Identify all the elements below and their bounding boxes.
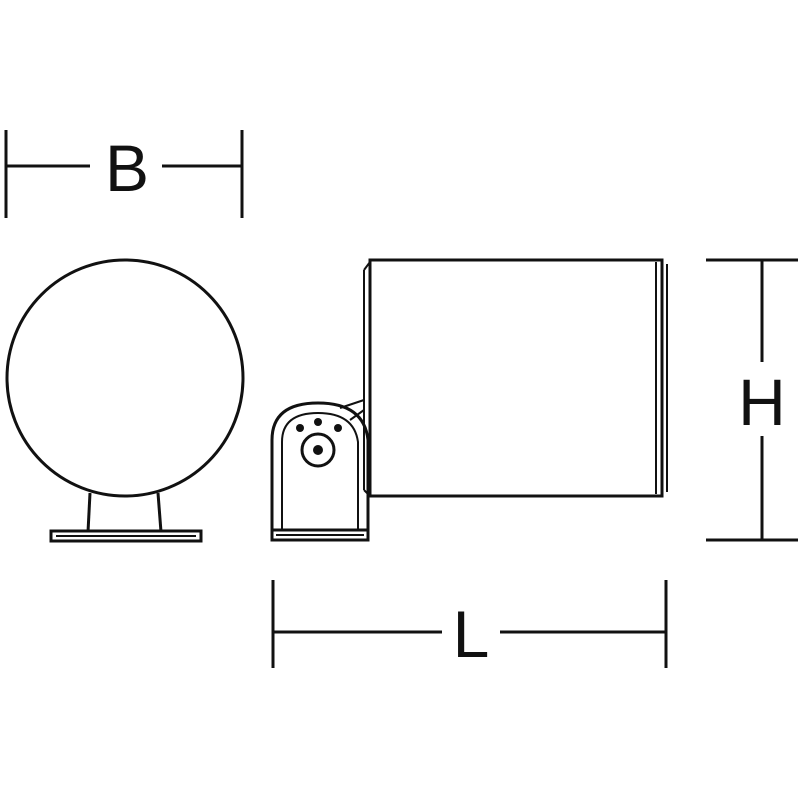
side-view-tilt-hole-right [334, 424, 342, 432]
front-view-stem-left [86, 492, 92, 533]
side-view-tilt-hole-left [296, 424, 304, 432]
side-view-bracket-arm-top [339, 399, 365, 409]
side-view-rear-cap-top [363, 261, 371, 271]
side-view-bracket-inner [281, 411, 359, 530]
front-view-stem-right [156, 492, 163, 533]
side-view-tilt-hole-center [314, 418, 322, 426]
dimension-h-label: H [738, 365, 786, 439]
side-view-bracket [270, 401, 370, 542]
side-view-pivot-ring [300, 432, 336, 468]
dimension-b: B [4, 130, 244, 218]
side-view [270, 258, 668, 542]
side-view-bracket-foot [270, 528, 370, 542]
side-view-cylinder-body [368, 258, 664, 498]
dimension-l-label: L [453, 597, 490, 671]
dimension-h: H [706, 258, 798, 542]
front-view-lamp-head [5, 258, 245, 498]
dimension-l: L [271, 580, 668, 671]
front-view [5, 258, 245, 543]
side-view-pivot-screw [313, 445, 323, 455]
front-view-base-plate [49, 529, 203, 543]
side-view-bracket-arm-lower [349, 409, 365, 421]
dimension-b-label: B [105, 131, 149, 205]
